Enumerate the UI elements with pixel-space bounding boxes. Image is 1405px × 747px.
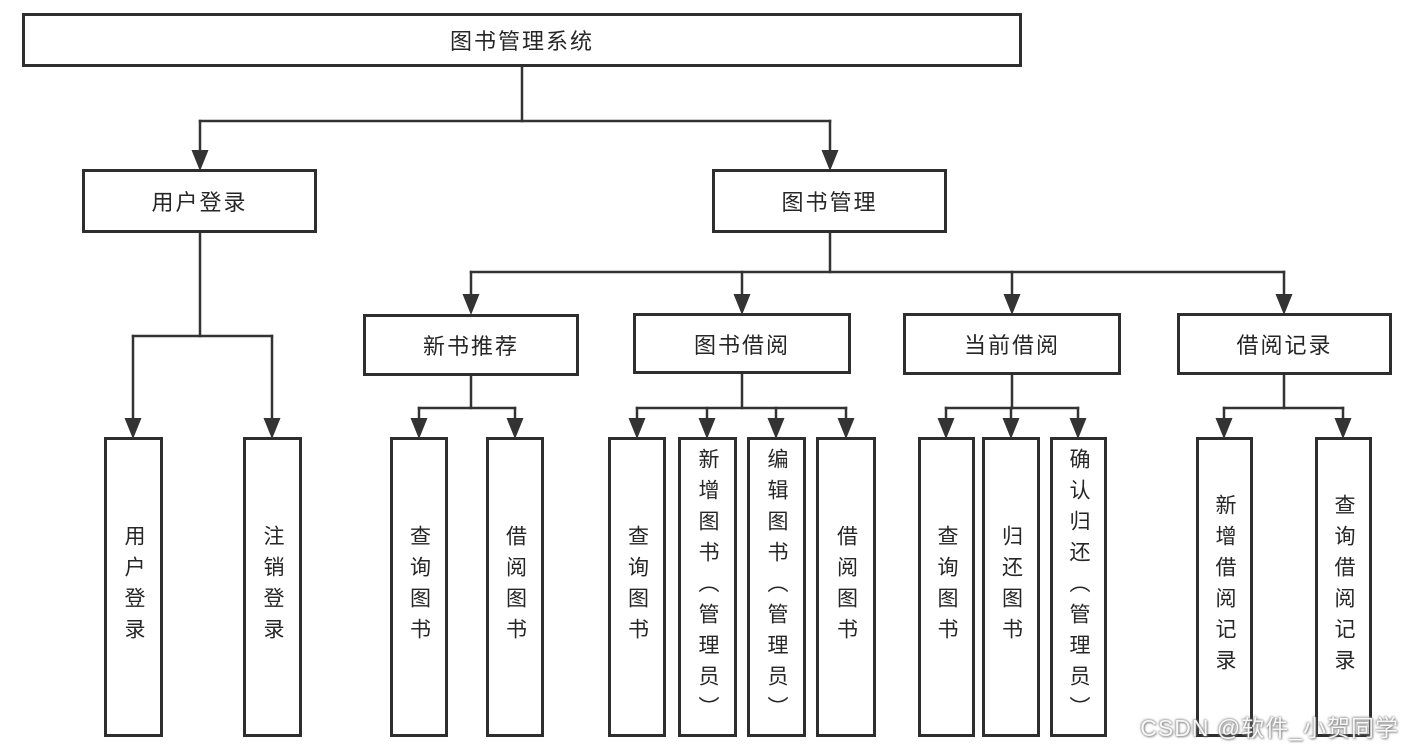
node-root-label: 图书管理系统 [449, 29, 594, 54]
node-book-borrow: 图书借阅 [633, 313, 851, 374]
node-book-management-label: 图书管理 [781, 190, 878, 215]
arrowhead [191, 150, 209, 171]
arrowhead [733, 294, 751, 315]
connector-bookborrow-to-leaves [628, 372, 855, 439]
node-borrow-records-label: 借阅记录 [1236, 333, 1333, 358]
leaf-return-book-label: 归还图书 [999, 525, 1023, 649]
leaf-add-borrow-record: 新增借阅记录 [1196, 437, 1253, 737]
connector-records-to-leaves [1215, 373, 1352, 439]
arrowhead [698, 418, 716, 439]
arrowhead [1334, 418, 1352, 439]
arrowhead [767, 418, 785, 439]
leaf-current-query-books-label: 查询图书 [935, 525, 959, 649]
arrowhead [263, 418, 281, 439]
leaf-newbooks-borrow-books: 借阅图书 [486, 437, 544, 737]
connector-newbooks-to-leaves [410, 374, 524, 439]
arrowhead [1215, 418, 1233, 439]
leaf-add-book-admin: 新增图书（管理员） [678, 437, 737, 737]
csdn-watermark: CSDN @软件_小贺同学 [1140, 715, 1399, 741]
node-new-book-recommend-label: 新书推荐 [422, 334, 519, 359]
connector-bookmgmt-to-level3 [462, 231, 1293, 315]
arrowhead [628, 418, 646, 439]
arrowhead [1002, 418, 1020, 439]
arrowhead [506, 418, 524, 439]
leaf-borrow-query-books: 查询图书 [608, 437, 666, 737]
leaf-return-book: 归还图书 [982, 437, 1040, 737]
leaf-add-book-admin-label: 新增图书（管理员） [696, 447, 720, 727]
leaf-logout-label: 注销登录 [261, 525, 285, 649]
leaf-newbooks-query-books-label: 查询图书 [407, 525, 431, 649]
connector-currentborrow-to-leaves [937, 373, 1087, 439]
arrowhead [837, 418, 855, 439]
arrowhead [821, 150, 839, 171]
node-current-borrow: 当前借阅 [903, 313, 1121, 375]
leaf-logout: 注销登录 [243, 437, 302, 737]
arrowhead [1275, 294, 1293, 315]
node-book-management: 图书管理 [712, 169, 947, 233]
leaf-edit-book-admin: 编辑图书（管理员） [747, 437, 806, 737]
node-book-borrow-label: 图书借阅 [693, 332, 790, 358]
leaf-edit-book-admin-label: 编辑图书（管理员） [765, 447, 789, 727]
leaf-query-borrow-record: 查询借阅记录 [1315, 437, 1372, 737]
leaf-current-query-books: 查询图书 [918, 437, 975, 737]
connector-root-to-level2 [191, 65, 839, 171]
arrowhead [1003, 294, 1021, 315]
leaf-borrow-book-label: 借阅图书 [834, 525, 858, 649]
connector-userlogin-to-leaves [124, 231, 281, 439]
leaf-query-borrow-record-label: 查询借阅记录 [1332, 494, 1356, 680]
leaf-borrow-book: 借阅图书 [816, 437, 876, 737]
node-root: 图书管理系统 [22, 13, 1022, 67]
leaf-user-login: 用户登录 [104, 437, 163, 737]
node-borrow-records: 借阅记录 [1177, 313, 1392, 375]
node-user-login: 用户登录 [82, 169, 317, 233]
arrowhead [410, 418, 428, 439]
arrowhead [937, 418, 955, 439]
arrowhead [462, 294, 480, 315]
leaf-newbooks-borrow-books-label: 借阅图书 [503, 525, 527, 649]
leaf-newbooks-query-books: 查询图书 [390, 437, 448, 737]
arrowhead [1069, 418, 1087, 439]
leaf-confirm-return-admin: 确认归还（管理员） [1050, 437, 1107, 737]
node-user-login-label: 用户登录 [151, 190, 248, 215]
node-new-book-recommend: 新书推荐 [363, 314, 579, 376]
leaf-borrow-query-books-label: 查询图书 [625, 525, 649, 649]
leaf-confirm-return-admin-label: 确认归还（管理员） [1067, 447, 1091, 727]
leaf-add-borrow-record-label: 新增借阅记录 [1213, 494, 1237, 680]
node-current-borrow-label: 当前借阅 [963, 333, 1060, 358]
arrowhead [124, 418, 142, 439]
leaf-user-login-label: 用户登录 [122, 525, 146, 649]
